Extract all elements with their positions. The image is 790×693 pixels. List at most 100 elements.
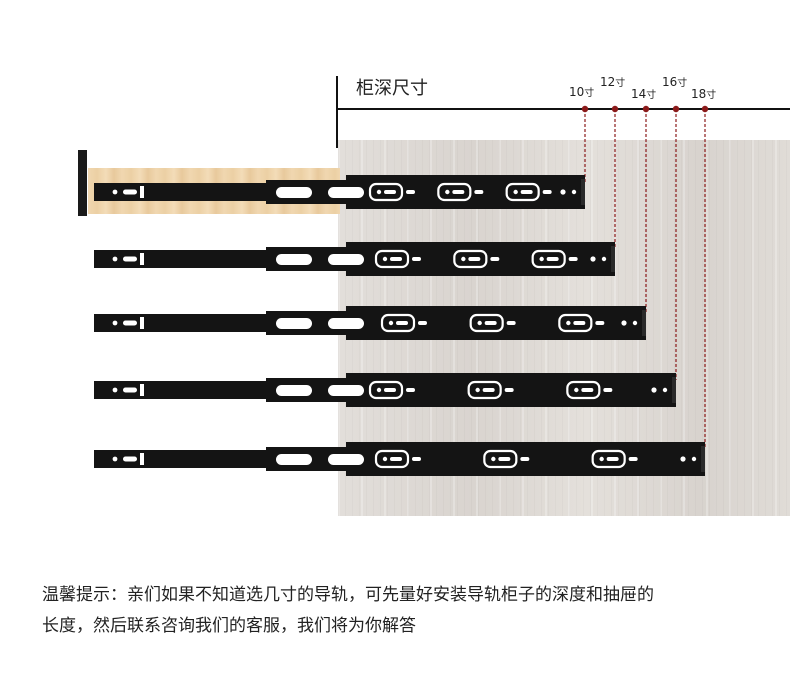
- mounting-bar: [78, 150, 87, 216]
- rail-14-slot: [276, 318, 312, 329]
- rail-12-bracket-dot: [539, 256, 544, 262]
- rail-14-bracket-slot: [396, 321, 408, 325]
- rail-12-bracket: [374, 249, 410, 269]
- rail-10-slot: [328, 187, 364, 198]
- rail-12-end-hole: [601, 256, 607, 262]
- rail-14-bracket-dot: [477, 320, 482, 326]
- rail-10-slot: [406, 190, 415, 194]
- rail-10-slot: [123, 189, 137, 195]
- rail-12-bracket-slot: [546, 257, 559, 261]
- rail-14-end-hole: [632, 320, 638, 326]
- rail-14-end-cap: [642, 310, 646, 336]
- rail-14-bracket-slot: [573, 321, 586, 325]
- rail-18-bracket-slot: [390, 457, 402, 461]
- rail-10-bracket-slot: [520, 190, 533, 194]
- rail-18-bracket-dot: [599, 456, 604, 462]
- rail-12-slot: [412, 257, 421, 261]
- rail-10-bracket-slot: [452, 190, 465, 194]
- rail-10-hole: [112, 189, 118, 195]
- rail-16-slot: [276, 385, 312, 396]
- rail-16-bracket-slot: [482, 388, 495, 392]
- rail-12-slot: [123, 256, 137, 262]
- rail-18-bracket-slot: [606, 457, 619, 461]
- rail-16-bracket: [566, 380, 601, 400]
- rail-10-end-cap: [581, 179, 585, 205]
- rail-16-bracket: [368, 380, 404, 400]
- size-label-10: 10寸: [569, 85, 595, 99]
- rail-12-slot: [140, 253, 144, 265]
- rail-12-bracket: [531, 249, 566, 269]
- rail-14-end-hole: [621, 320, 627, 326]
- rail-12-bracket-slot: [468, 257, 481, 261]
- rail-18-slot: [520, 457, 530, 461]
- rail-14-slot: [506, 321, 516, 325]
- rail-18-slot: [628, 457, 638, 461]
- rail-18-hole: [112, 456, 118, 462]
- rail-16-bracket-dot: [475, 387, 480, 393]
- rail-12-bracket-dot: [382, 256, 388, 262]
- rail-18-slot: [412, 457, 421, 461]
- rail-10-bracket: [368, 182, 404, 202]
- rail-12-slot: [328, 254, 364, 265]
- rail-10-slot: [276, 187, 312, 198]
- rail-18-end-cap: [701, 446, 705, 472]
- depth-marker-12: [611, 105, 619, 113]
- rail-14-slot: [595, 321, 605, 325]
- rail-18-bracket-dot: [491, 456, 496, 462]
- rail-16-slot: [406, 388, 415, 392]
- rail-18-end-hole: [680, 456, 686, 462]
- rail-18-end-hole: [691, 456, 697, 462]
- depth-marker-14: [642, 105, 650, 113]
- tip-line-1: 温馨提示：亲们如果不知道选几寸的导轨，可先量好安装导轨柜子的深度和抽屉的: [42, 585, 654, 605]
- rail-10-bracket: [437, 182, 472, 202]
- rail-16-end-hole: [662, 387, 668, 393]
- rail-16-slot: [140, 384, 144, 396]
- tip-line-2: 长度，然后联系咨询我们的客服，我们将为你解答: [42, 616, 416, 636]
- rail-16-bracket: [467, 380, 502, 400]
- rail-14-bracket-dot: [388, 320, 394, 326]
- rail-16-slot: [504, 388, 514, 392]
- size-label-12: 12寸: [600, 75, 626, 89]
- rail-14-hole: [112, 320, 118, 326]
- depth-marker-10: [581, 105, 589, 113]
- rail-18-bracket: [374, 449, 410, 469]
- rail-16-slot: [123, 387, 137, 393]
- rail-12-slot: [490, 257, 500, 261]
- rail-16-end-hole: [651, 387, 657, 393]
- rail-12-bracket-dot: [461, 256, 466, 262]
- rail-14-bracket-dot: [566, 320, 571, 326]
- size-label-14: 14寸: [631, 87, 657, 101]
- rail-14-slot: [123, 320, 137, 326]
- rail-16-bracket-slot: [384, 388, 396, 392]
- rail-10-bracket-dot: [445, 189, 450, 195]
- rail-18-bracket: [591, 449, 626, 469]
- rail-18-slot: [276, 454, 312, 465]
- rail-16-end-cap: [672, 377, 676, 403]
- rail-16-bracket-dot: [376, 387, 382, 393]
- rail-12-end-hole: [590, 256, 596, 262]
- rail-12-slot: [568, 257, 578, 261]
- rail-18-slot: [328, 454, 364, 465]
- rail-14-bracket: [558, 313, 593, 333]
- depth-marker-16: [672, 105, 680, 113]
- rail-10-slot: [474, 190, 484, 194]
- rail-10-bracket-dot: [513, 189, 518, 195]
- rail-18-bracket-dot: [382, 456, 388, 462]
- rail-18-bracket-slot: [498, 457, 511, 461]
- rail-16-bracket-dot: [574, 387, 579, 393]
- size-label-16: 16寸: [662, 75, 688, 89]
- rail-18-slot: [123, 456, 137, 462]
- rail-18-bracket: [483, 449, 518, 469]
- rail-12-bracket: [453, 249, 488, 269]
- rail-16-slot: [603, 388, 613, 392]
- rail-14-bracket-slot: [484, 321, 497, 325]
- rail-10-bracket: [505, 182, 540, 202]
- rail-14-bracket: [469, 313, 504, 333]
- depth-marker-18: [701, 105, 709, 113]
- rail-10-slot: [542, 190, 552, 194]
- rail-16-bracket-slot: [581, 388, 594, 392]
- rail-18-slot: [140, 453, 144, 465]
- rail-10-slot: [140, 186, 144, 198]
- rail-14-slot: [418, 321, 427, 325]
